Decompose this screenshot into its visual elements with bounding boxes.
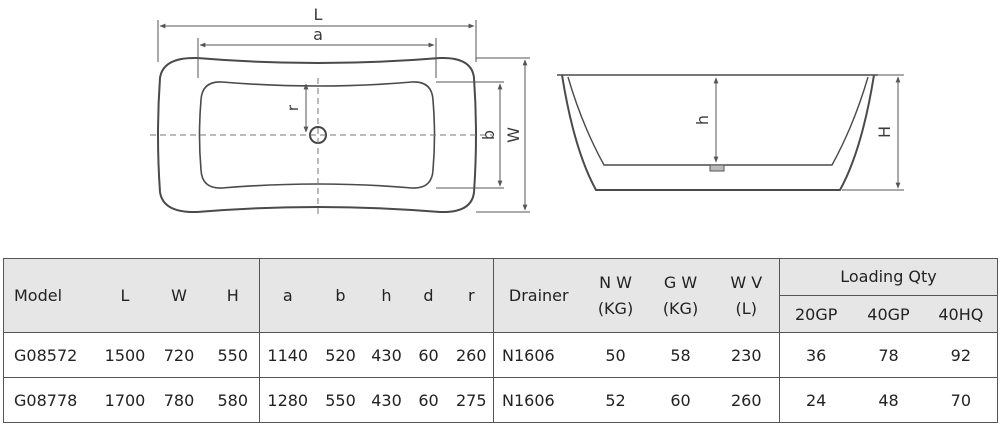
header-wv: W V (L) (713, 258, 780, 333)
cell-20gp: 24 (805, 390, 827, 410)
cell-nw: 52 (605, 390, 626, 410)
header-d: d (407, 258, 450, 333)
cell-model: G08572 (3, 332, 99, 378)
tub-side-inner (567, 76, 869, 166)
header-b: b (315, 258, 366, 333)
cell-40hq: 92 (950, 345, 971, 365)
cell-drainer: N1606 (502, 390, 555, 410)
header-L: L (98, 258, 152, 333)
cell-d: 60 (407, 332, 450, 378)
table-header-row: Model L W H a b h d r Drainer N W (KG) G… (3, 258, 998, 333)
cell-drainer: N1606 (493, 332, 584, 378)
cell-40gp: 48 (878, 390, 899, 410)
dim-label-a: a (313, 25, 323, 44)
cell-L: 1700 (104, 390, 146, 410)
cell-gw: 58 (647, 332, 714, 378)
side-view: h H (557, 74, 904, 191)
header-H: H (206, 258, 260, 333)
cell-L: 1500 (98, 332, 152, 378)
cell-gw: 60 (670, 390, 691, 410)
header-gw-unit: (KG) (662, 298, 699, 318)
cell-a: 1140 (259, 332, 316, 378)
top-view: L a r b W (150, 5, 530, 216)
cell-wv: 230 (713, 332, 780, 378)
table-row: G08572 1500 720 550 1140 520 430 60 260 … (3, 332, 998, 378)
dim-label-r: r (284, 104, 302, 111)
cell-a: 1280 (267, 390, 309, 410)
header-drainer: Drainer (493, 258, 584, 333)
cell-loading: 36 78 92 (779, 332, 998, 378)
dim-label-b: b (479, 130, 498, 140)
cell-r: 275 (449, 377, 494, 423)
header-model: Model (3, 258, 99, 333)
drainer-outlet (709, 164, 725, 172)
header-loading-qty: Loading Qty 20GP 40GP 40HQ (779, 258, 998, 333)
header-r: r (449, 258, 494, 333)
cell-H: 580 (206, 377, 260, 423)
dim-label-L: L (314, 5, 323, 24)
dim-label-W: W (504, 127, 523, 143)
cell-loading: 24 48 70 (779, 377, 998, 423)
header-40hq: 40HQ (938, 304, 984, 324)
bathtub-dimension-drawing: L a r b W h H (150, 5, 904, 216)
table-row: G08778 1700 780 580 1280 550 430 60 275 … (3, 377, 998, 423)
header-h: h (365, 258, 408, 333)
cell-d: 60 (418, 390, 439, 410)
header-loading-qty-title: Loading Qty (840, 267, 937, 286)
header-gw-label: G W (663, 272, 698, 292)
cell-h: 430 (371, 390, 402, 410)
spec-table: Model L W H a b h d r Drainer N W (KG) G… (3, 258, 998, 423)
cell-b: 550 (325, 390, 356, 410)
tub-side-outer (561, 74, 875, 191)
header-nw-label: N W (599, 272, 632, 292)
cell-nw: 50 (583, 332, 648, 378)
cell-W: 720 (151, 332, 207, 378)
dim-label-H: H (875, 126, 894, 138)
header-40gp: 40GP (867, 304, 910, 324)
cell-h: 430 (365, 332, 408, 378)
header-gw: G W (KG) (647, 258, 714, 333)
cell-20gp: 36 (805, 345, 827, 365)
dim-label-h: h (693, 115, 712, 125)
header-a: a (259, 258, 316, 333)
cell-H: 550 (206, 332, 260, 378)
cell-40hq: 70 (950, 390, 971, 410)
header-nw: N W (KG) (583, 258, 648, 333)
cell-model: G08778 (3, 377, 99, 423)
header-20gp: 20GP (794, 304, 838, 324)
header-wv-label: W V (730, 272, 763, 292)
header-W: W (151, 258, 207, 333)
cell-b: 520 (315, 332, 366, 378)
cell-W: 780 (163, 390, 195, 410)
cell-40gp: 78 (878, 345, 899, 365)
header-wv-unit: (L) (735, 298, 757, 318)
cell-r: 260 (449, 332, 494, 378)
cell-wv: 260 (713, 377, 780, 423)
header-nw-unit: (KG) (597, 298, 634, 318)
tub-outer-outline (157, 56, 477, 214)
tub-inner-basin (198, 81, 436, 189)
